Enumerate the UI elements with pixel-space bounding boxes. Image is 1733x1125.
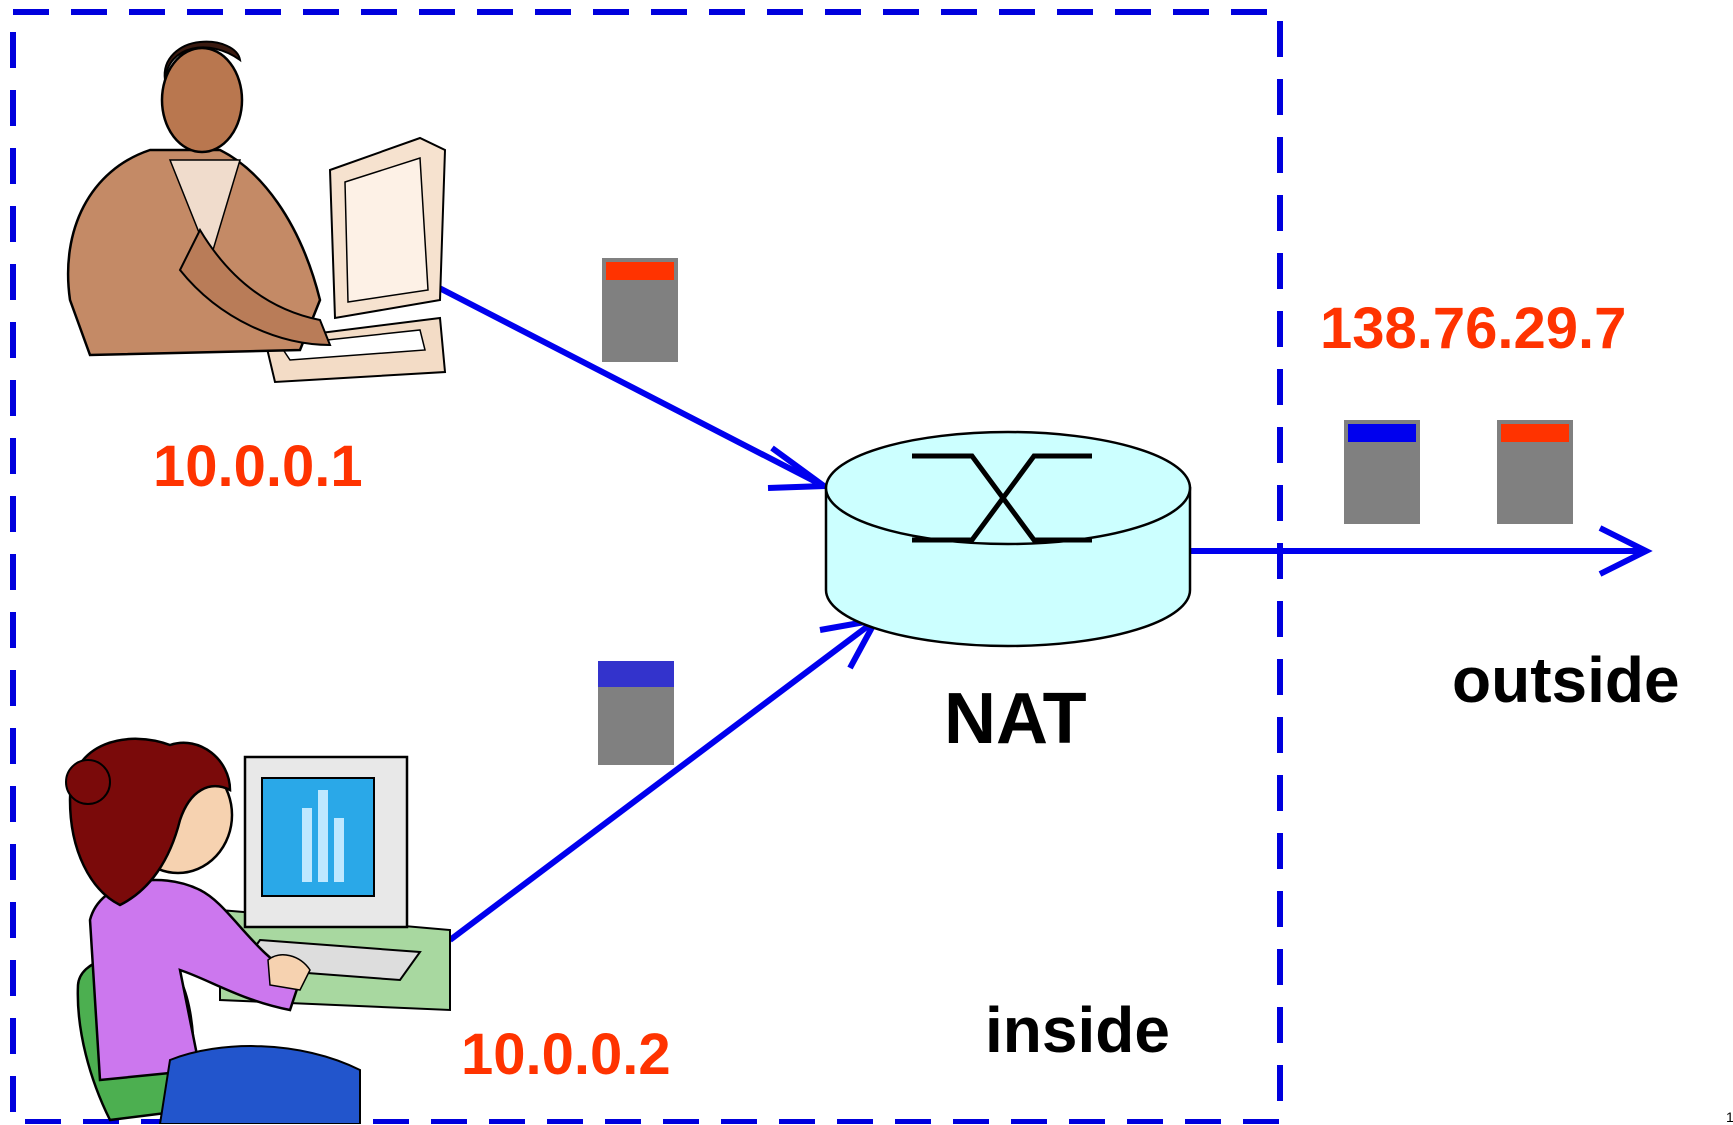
nat-label: NAT [944,679,1087,759]
public-ip-label: 138.76.29.7 [1320,296,1627,361]
packet-out-2 [1497,420,1573,524]
packet-host2 [598,661,674,765]
outside-label: outside [1452,644,1680,716]
router-icon [824,430,1192,648]
inside-boundary [10,9,1283,1124]
edge-nat-to-outside [1185,525,1653,577]
inside-label: inside [985,994,1170,1066]
man-at-computer-icon [66,40,447,384]
woman-at-computer-icon [65,737,451,1124]
edge-host1-to-nat [416,274,833,491]
host2-ip-label: 10.0.0.2 [461,1022,671,1087]
packet-host1 [602,258,678,362]
page-number: 1 [1726,1109,1733,1125]
host1-ip-label: 10.0.0.1 [153,434,363,499]
packet-out-1 [1344,420,1420,524]
